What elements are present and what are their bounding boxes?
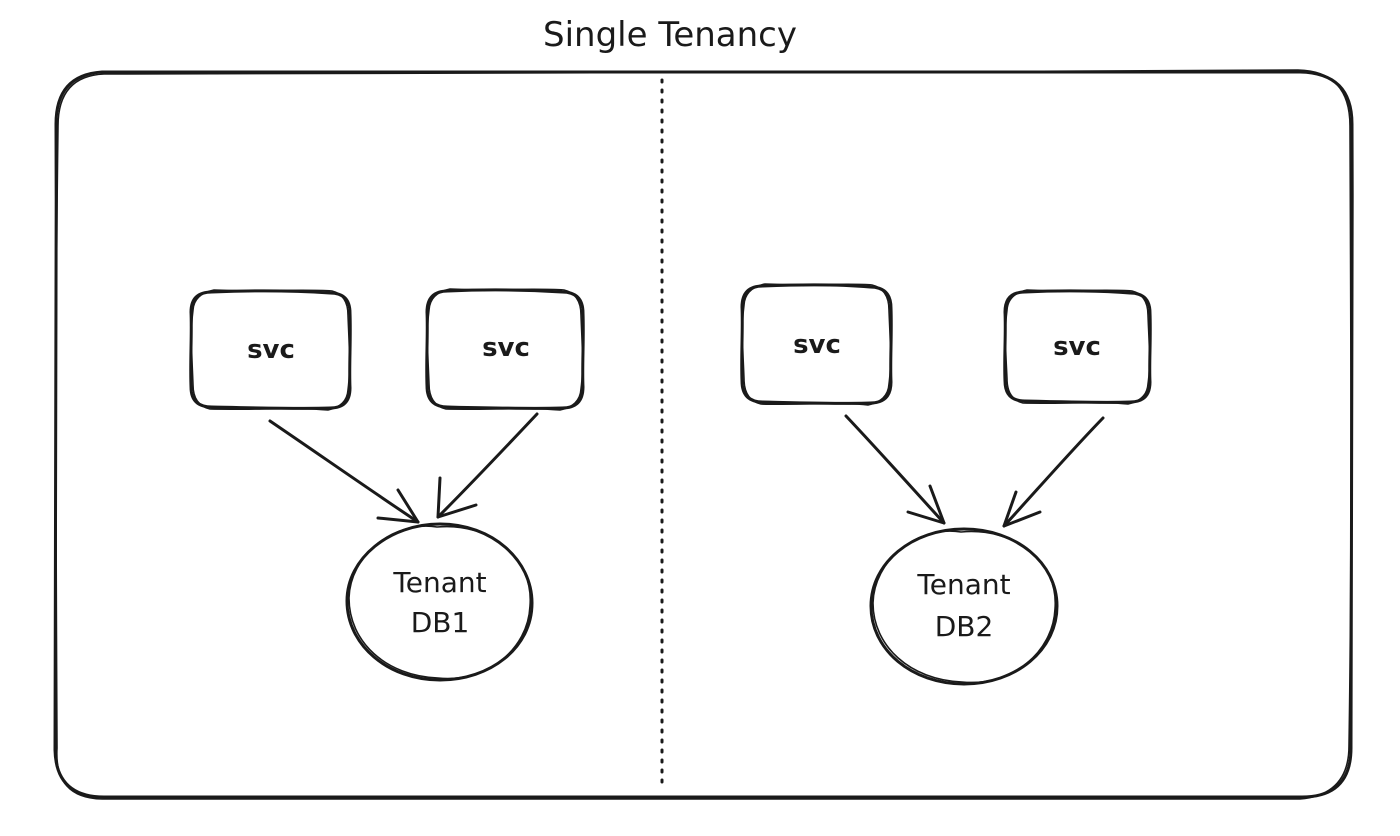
diagram-title: Single Tenancy	[543, 15, 797, 55]
service-label: svc	[1053, 332, 1101, 362]
database-label-line2: DB1	[411, 606, 470, 639]
database-node: Tenant DB1	[345, 522, 534, 682]
service-node: svc	[425, 288, 585, 411]
service-node: svc	[740, 283, 893, 406]
database-label-line2: DB2	[935, 610, 994, 643]
service-node: svc	[1003, 289, 1152, 405]
arrow	[1002, 416, 1105, 528]
service-label: svc	[482, 333, 530, 363]
arrow	[844, 414, 946, 525]
partition-right: svc svc Tenant DB2	[740, 283, 1152, 686]
database-label-line1: Tenant	[392, 566, 486, 599]
service-label: svc	[793, 330, 841, 360]
arrow	[268, 419, 420, 524]
partition-left: svc svc Tenant DB1	[189, 288, 585, 682]
tenancy-container	[53, 68, 1354, 800]
database-label-line1: Tenant	[916, 568, 1010, 601]
arrow	[436, 412, 539, 519]
database-node: Tenant DB2	[869, 527, 1059, 686]
service-node: svc	[189, 289, 352, 411]
service-label: svc	[247, 335, 295, 365]
